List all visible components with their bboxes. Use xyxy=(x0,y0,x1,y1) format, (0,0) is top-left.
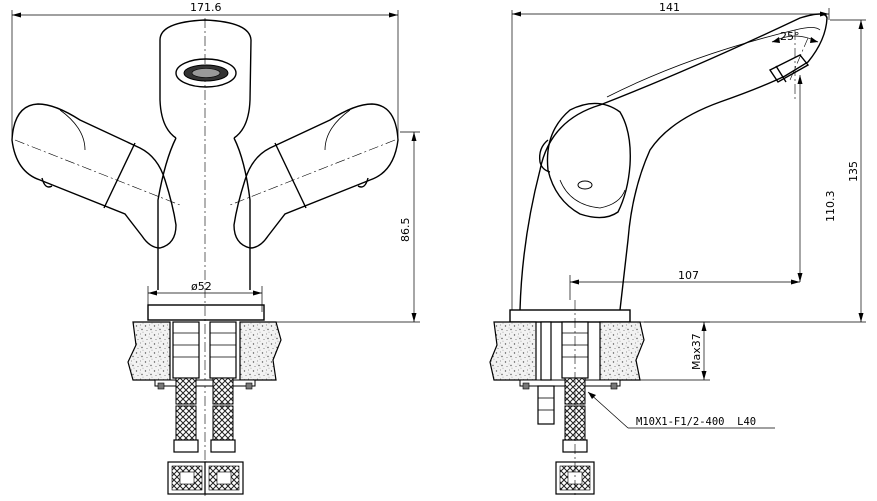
side-lever-handle xyxy=(538,102,631,219)
hose-spec-label: M10X1-F1/2-400 L40 xyxy=(636,416,756,428)
side-supply-hose xyxy=(537,300,595,496)
front-height-dimension: 86.5 xyxy=(270,131,420,323)
spout-height-label: 110.3 xyxy=(824,191,837,223)
side-view: 141 25° xyxy=(489,1,866,496)
front-supply-hoses xyxy=(167,321,244,495)
front-spout xyxy=(159,19,252,139)
hose-spec-callout: M10X1-F1/2-400 L40 xyxy=(587,391,775,429)
side-spout-height-dimension: 110.3 xyxy=(797,75,837,282)
total-height-label: 135 xyxy=(847,161,860,182)
front-right-handle xyxy=(229,103,399,249)
front-left-handle xyxy=(11,103,181,249)
spout-angle-label: 25° xyxy=(780,30,800,43)
front-base-flange xyxy=(147,304,265,321)
reach-label: 107 xyxy=(678,269,699,282)
side-reach-dimension: 107 xyxy=(569,269,800,300)
side-max-thickness-dimension: Max37 xyxy=(640,322,710,381)
side-width-dimension: 141 xyxy=(511,1,830,310)
front-height-label: 86.5 xyxy=(399,218,412,243)
front-width-dimension: 171.6 xyxy=(11,1,399,140)
side-aerator: 25° xyxy=(768,30,819,100)
max-thickness-label: Max37 xyxy=(690,333,703,370)
side-base-flange xyxy=(509,309,631,323)
front-view: 171.6 xyxy=(11,1,420,496)
front-base-diameter-label: ø52 xyxy=(191,280,212,293)
side-countertop xyxy=(489,321,710,390)
front-body xyxy=(157,137,251,290)
front-countertop xyxy=(127,321,282,390)
side-faucet-body xyxy=(519,13,828,311)
side-width-label: 141 xyxy=(659,1,680,14)
side-total-height-dimension: 135 xyxy=(630,19,866,323)
front-base-diameter-dimension: ø52 xyxy=(147,280,263,312)
front-width-label: 171.6 xyxy=(190,1,222,14)
